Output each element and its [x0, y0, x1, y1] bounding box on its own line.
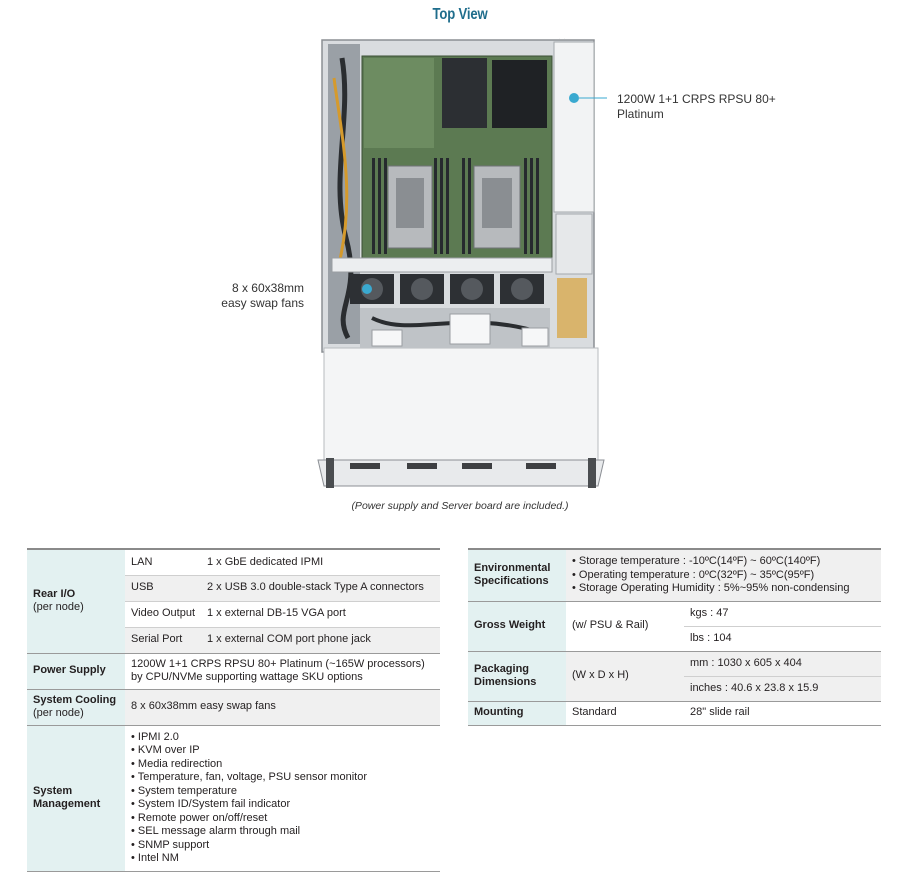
system-management-list: • IPMI 2.0 • KVM over IP • Media redirec… — [131, 731, 434, 866]
power-supply-line2: by CPU/NVMe supporting wattage SKU optio… — [131, 671, 363, 683]
mounting-header: Mounting — [468, 700, 566, 726]
rear-io-value: 1 x external COM port phone jack — [201, 626, 440, 653]
power-supply-header: Power Supply — [27, 652, 125, 689]
packaging-condition: (W x D x H) — [566, 650, 684, 701]
gross-weight-lbs: lbs : 104 — [684, 625, 881, 651]
environmental-label-line1: Environmental — [474, 561, 551, 574]
fans-callout: 8 x 60x38mm easy swap fans — [212, 281, 304, 311]
image-caption: (Power supply and Server board are inclu… — [351, 500, 569, 512]
mounting-value: 28" slide rail — [684, 700, 881, 726]
list-item: • Media redirection — [131, 757, 223, 770]
page-title: Top View — [432, 6, 488, 23]
spec-table-right: Environmental Specifications • Storage t… — [468, 548, 881, 726]
fans-callout-line2: easy swap fans — [221, 296, 304, 310]
environmental-list: • Storage temperature : -10ºC(14ºF) ~ 60… — [572, 555, 875, 596]
list-item: • SEL message alarm through mail — [131, 825, 301, 837]
fans-callout-line1: 8 x 60x38mm — [231, 281, 304, 295]
rear-io-name: LAN — [125, 548, 201, 575]
system-management-value: • IPMI 2.0 • KVM over IP • Media redirec… — [125, 724, 440, 872]
list-item: • SNMP support — [131, 838, 210, 851]
environmental-header: Environmental Specifications — [468, 548, 566, 601]
system-cooling-header: System Cooling (per node) — [27, 688, 125, 725]
list-item: • KVM over IP — [131, 744, 200, 756]
list-item: • Operating temperature : 0ºC(32ºF) ~ 35… — [572, 568, 815, 581]
power-supply-value: 1200W 1+1 CRPS RPSU 80+ Platinum (~165W … — [125, 652, 440, 689]
packaging-inches: inches : 40.6 x 23.8 x 15.9 — [684, 675, 881, 701]
packaging-header: Packaging Dimensions — [468, 650, 566, 701]
system-cooling-label: System Cooling — [33, 693, 117, 706]
gross-weight-kgs: kgs : 47 — [684, 600, 881, 626]
rear-io-value: 1 x external DB-15 VGA port — [201, 600, 440, 627]
list-item: • Temperature, fan, voltage, PSU sensor … — [131, 771, 367, 783]
list-item: • Storage Operating Humidity : 5%~95% no… — [572, 582, 850, 594]
packaging-mm: mm : 1030 x 605 x 404 — [684, 650, 881, 676]
power-supply-line1: 1200W 1+1 CRPS RPSU 80+ Platinum (~165W … — [131, 657, 425, 670]
rear-io-sublabel: (per node) — [33, 601, 84, 614]
psu-callout: 1200W 1+1 CRPS RPSU 80+ Platinum — [617, 92, 776, 121]
spec-table-left: Rear I/O (per node) LAN 1 x GbE dedicate… — [27, 548, 440, 872]
server-top-view-image — [317, 38, 607, 488]
system-management-label-line2: Management — [33, 798, 101, 810]
list-item: • IPMI 2.0 — [131, 730, 179, 743]
list-item: • Storage temperature : -10ºC(14ºF) ~ 60… — [572, 555, 821, 567]
system-management-header: System Management — [27, 724, 125, 872]
environmental-label-line2: Specifications — [474, 575, 549, 588]
rear-io-label: Rear I/O — [33, 587, 76, 600]
packaging-label-line1: Packaging — [474, 662, 530, 675]
rear-io-name: Serial Port — [125, 626, 201, 653]
list-item: • System ID/System fail indicator — [131, 798, 291, 810]
rear-io-name: USB — [125, 574, 201, 601]
system-cooling-value: 8 x 60x38mm easy swap fans — [125, 688, 440, 725]
list-item: • Intel NM — [131, 852, 179, 864]
list-item: • System temperature — [131, 784, 237, 797]
rear-io-header: Rear I/O (per node) — [27, 548, 125, 653]
gross-weight-header: Gross Weight — [468, 600, 566, 651]
system-cooling-sublabel: (per node) — [33, 707, 84, 719]
environmental-value: • Storage temperature : -10ºC(14ºF) ~ 60… — [566, 548, 881, 601]
mounting-condition: Standard — [566, 700, 684, 726]
rear-io-value: 1 x GbE dedicated IPMI — [201, 548, 440, 575]
system-management-label-line1: System — [33, 784, 73, 797]
packaging-label-line2: Dimensions — [474, 676, 537, 688]
rear-io-value: 2 x USB 3.0 double-stack Type A connecto… — [201, 574, 440, 601]
rear-io-name: Video Output — [125, 600, 201, 627]
gross-weight-condition: (w/ PSU & Rail) — [566, 600, 684, 651]
list-item: • Remote power on/off/reset — [131, 811, 268, 824]
